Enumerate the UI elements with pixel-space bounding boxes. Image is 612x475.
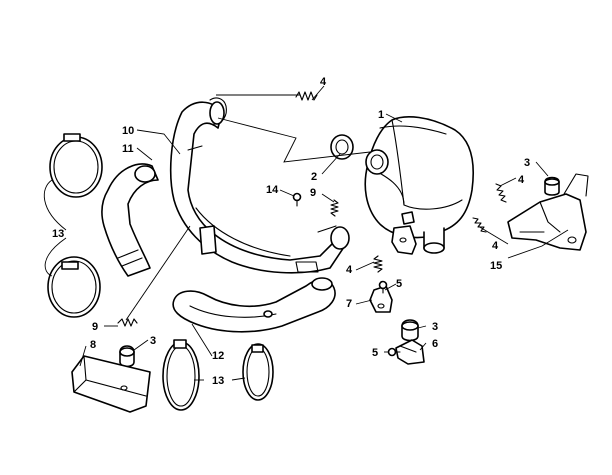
callout-4: 4 bbox=[320, 76, 327, 88]
callout-9: 9 bbox=[92, 321, 98, 333]
bracket-6 bbox=[395, 339, 425, 365]
callout-12: 12 bbox=[212, 350, 224, 362]
callout-7: 7 bbox=[346, 298, 352, 310]
spring-bottom-left bbox=[117, 318, 138, 327]
gasket-ring bbox=[330, 134, 354, 160]
callout-4: 4 bbox=[346, 264, 353, 276]
spring-right-lower bbox=[472, 217, 487, 233]
bracket-8 bbox=[71, 355, 151, 413]
header-pipe bbox=[169, 97, 350, 274]
lower-pipe bbox=[172, 277, 336, 333]
callout-8: 8 bbox=[90, 339, 96, 351]
callout-14: 14 bbox=[266, 184, 279, 196]
upper-pipe bbox=[101, 163, 159, 277]
callout-9: 9 bbox=[310, 187, 316, 199]
grommet-lower-mid bbox=[401, 319, 419, 342]
clamp-lower bbox=[47, 256, 101, 318]
callout-1: 1 bbox=[378, 109, 384, 121]
clamp-mid-right bbox=[242, 343, 274, 401]
spring-top bbox=[295, 91, 318, 101]
grommet-left bbox=[119, 345, 135, 368]
muffler bbox=[364, 116, 474, 254]
mounting-bracket-right bbox=[507, 173, 589, 251]
callout-5: 5 bbox=[372, 347, 378, 359]
callout-4: 4 bbox=[518, 174, 525, 186]
callout-2: 2 bbox=[311, 171, 317, 183]
callout-15: 15 bbox=[490, 260, 502, 272]
spring-lower-mid bbox=[373, 255, 383, 273]
callout-6: 6 bbox=[432, 338, 438, 350]
leader-lines bbox=[43, 85, 569, 381]
callout-10: 10 bbox=[122, 125, 134, 137]
callouts: 1 2 3 3 3 4 4 4 4 5 5 6 7 8 9 9 10 11 12… bbox=[52, 76, 530, 387]
clamp-upper bbox=[49, 133, 103, 198]
callout-13: 13 bbox=[212, 375, 224, 387]
callout-3: 3 bbox=[524, 157, 530, 169]
grommet-right bbox=[544, 176, 560, 196]
callout-4: 4 bbox=[492, 240, 499, 252]
callout-13: 13 bbox=[52, 228, 64, 240]
callout-11: 11 bbox=[122, 143, 134, 155]
spring-right-upper bbox=[495, 183, 507, 203]
callout-3: 3 bbox=[150, 335, 156, 347]
callout-3: 3 bbox=[432, 321, 438, 333]
clamp-mid-left bbox=[162, 339, 200, 411]
bracket-muffler-mount bbox=[391, 225, 417, 255]
callout-5: 5 bbox=[396, 278, 402, 290]
screw-5-upper bbox=[378, 280, 388, 294]
bracket-7 bbox=[369, 285, 393, 313]
spring-mid bbox=[330, 199, 339, 217]
screw-14 bbox=[292, 192, 302, 207]
